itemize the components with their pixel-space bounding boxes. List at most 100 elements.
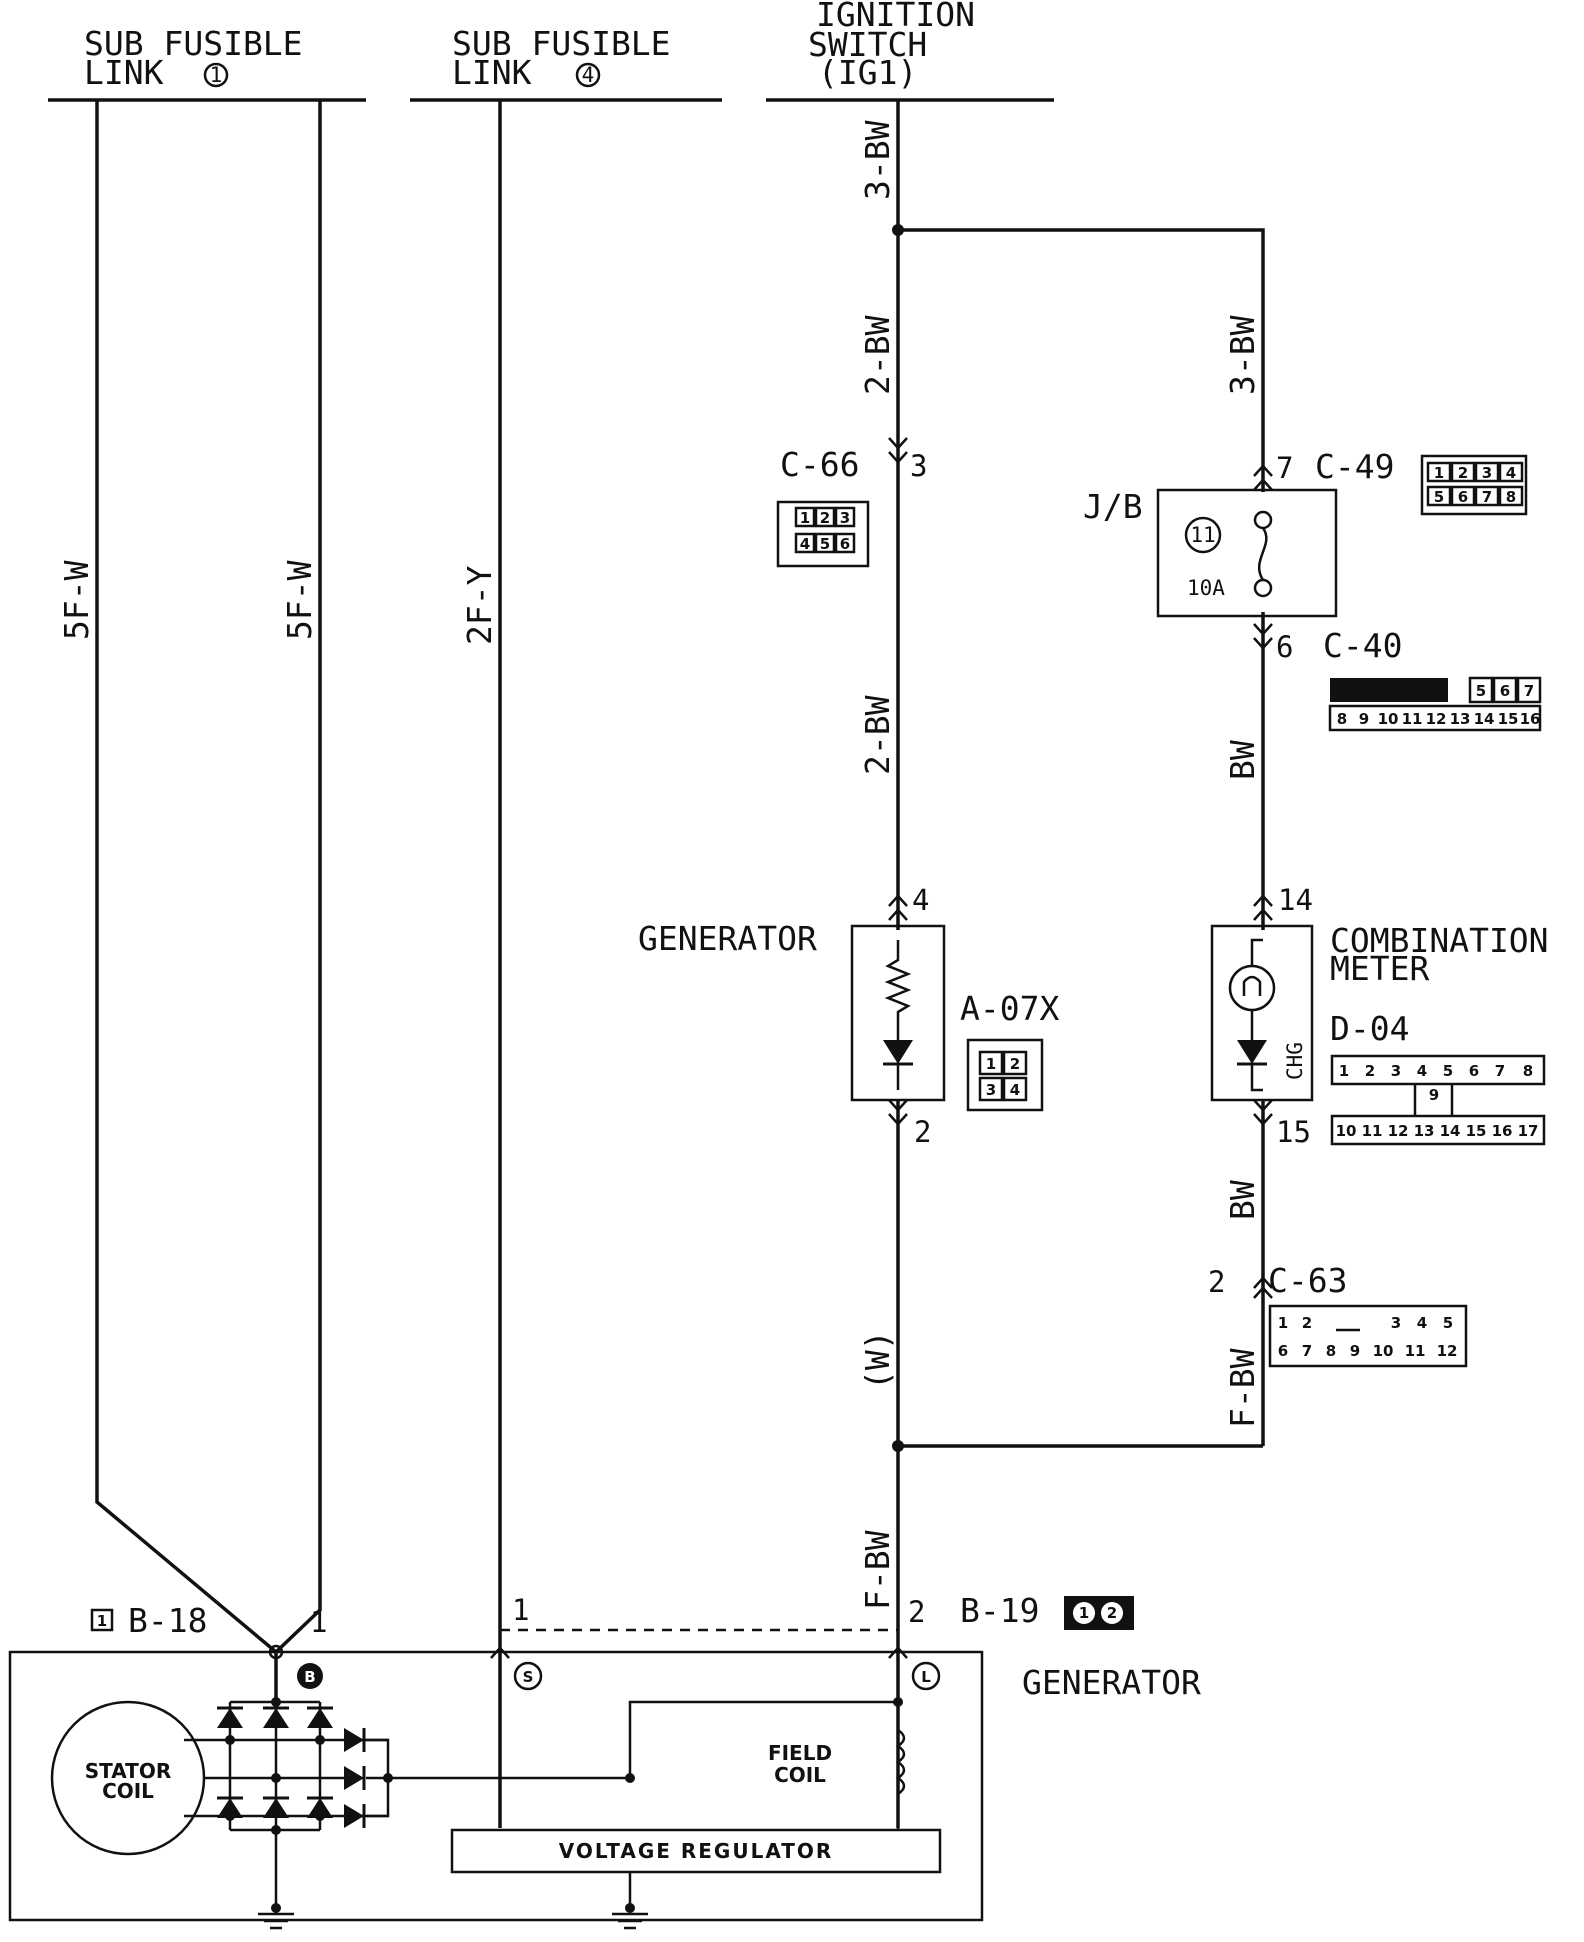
pin-cell: 8 xyxy=(1506,488,1516,506)
pin-cell: 2 xyxy=(1107,1604,1117,1622)
connector-c49: 7 C-49 1 2 3 4 5 6 7 8 xyxy=(1252,447,1528,516)
pin-cell: 3 xyxy=(1391,1314,1401,1332)
terminal-l xyxy=(911,1661,941,1691)
pin-number: 4 xyxy=(912,883,929,917)
generator-resistor-label: GENERATOR xyxy=(638,919,817,958)
fuse-number: 11 xyxy=(1190,523,1215,547)
pin-cell: 5 xyxy=(1443,1314,1453,1332)
pin-number: 7 xyxy=(1276,451,1293,485)
combination-meter: 14 CHG 15 COMBINATION METER D-04 1 2 3 4… xyxy=(1210,883,1549,1149)
ignition-ig1-label: (IG1) xyxy=(818,53,917,92)
pin-cell: 5 xyxy=(1443,1062,1453,1080)
combination-meter-title: COMBINATION xyxy=(1330,921,1549,960)
wire-center-main: 3-BW 2-BW 2-BW (W) F-BW xyxy=(858,100,900,1828)
connector-name: A-07X xyxy=(960,989,1059,1028)
connector-name: D-04 xyxy=(1330,1009,1409,1048)
pin-cell: 8 xyxy=(1337,710,1347,728)
wire-right-branch: 3-BW BW BW F-BW xyxy=(898,228,1265,1448)
pin-cell: 1 xyxy=(986,1055,996,1073)
generator-assembly: GENERATOR B S L STATOR COIL xyxy=(8,1650,1201,1930)
wire-label: F-BW xyxy=(1223,1348,1262,1428)
sfl4-number: 4 xyxy=(582,63,595,87)
pin-number: 2 xyxy=(908,1595,925,1629)
wire-label: (W) xyxy=(858,1330,897,1390)
pin-number: 2 xyxy=(914,1115,931,1149)
pin-cell: 13 xyxy=(1414,1122,1435,1140)
voltage-regulator-label: VOLTAGE REGULATOR xyxy=(559,1839,834,1863)
pin-number: 2 xyxy=(1208,1265,1225,1299)
pin-cell: 13 xyxy=(1450,710,1471,728)
pin-number: 15 xyxy=(1276,1115,1311,1149)
pin-cell: 4 xyxy=(1010,1081,1020,1099)
pin-cell: 4 xyxy=(800,535,810,553)
connector-c40: 6 C-40 5 6 7 8 9 10 11 12 13 14 15 16 xyxy=(1252,622,1542,732)
terminal-b xyxy=(297,1663,323,1689)
pin-cell: 1 xyxy=(1079,1604,1089,1622)
junction-block: J/B 11 10A xyxy=(1083,487,1338,618)
pin-cell: 3 xyxy=(840,509,850,527)
pin-cell: 11 xyxy=(1362,1122,1383,1140)
jb-label: J/B xyxy=(1083,487,1143,526)
connector-name: B-18 xyxy=(128,1601,207,1640)
wire-label: 3-BW xyxy=(1223,315,1262,395)
field-coil-title: FIELD xyxy=(768,1741,832,1765)
pin-cell: 9 xyxy=(1359,710,1369,728)
pin-cell: 14 xyxy=(1440,1122,1461,1140)
pin-cell: 6 xyxy=(840,535,850,553)
pin-cell: 14 xyxy=(1474,710,1495,728)
connector-b19: 1 2 B-19 1 2 xyxy=(490,1591,1134,1659)
pin-cell: 1 xyxy=(1278,1314,1288,1332)
sfl1-link-label: LINK xyxy=(84,53,164,92)
pin-number: 6 xyxy=(1276,630,1293,664)
connector-c63: 2 C-63 1 2 3 4 5 6 7 8 9 10 11 12 xyxy=(1208,1261,1468,1368)
terminal-l-label: L xyxy=(921,1668,931,1686)
connector-c66: C-66 3 1 2 3 4 5 6 xyxy=(776,436,927,568)
pin-cell: 6 xyxy=(1500,682,1510,700)
wire-5f-w-left: 5F-W xyxy=(57,100,278,1654)
junction-dot xyxy=(892,224,904,236)
sub-fusible-link-1: SUB FUSIBLE LINK 1 xyxy=(48,24,366,102)
ignition-switch-label: SWITCH xyxy=(808,25,927,64)
b18-icon: 1 xyxy=(97,1612,107,1630)
pin-cell: 11 xyxy=(1405,1342,1426,1360)
wire-label: BW xyxy=(1223,1180,1262,1220)
pin-cell: 5 xyxy=(1476,682,1486,700)
wire-5f-w-right: 5F-W xyxy=(274,100,322,1654)
sfl1-title: SUB FUSIBLE xyxy=(84,24,303,63)
pin-number: 14 xyxy=(1278,883,1313,917)
pin-cell: 2 xyxy=(1458,464,1468,482)
terminal-s-label: S xyxy=(523,1668,534,1686)
pin-cell: 2 xyxy=(820,509,830,527)
sfl4-title: SUB FUSIBLE xyxy=(452,24,671,63)
pin-cell: 3 xyxy=(986,1081,996,1099)
pin-cell: 5 xyxy=(820,535,830,553)
pin-cell: 6 xyxy=(1278,1342,1288,1360)
pin-cell: 9 xyxy=(1350,1342,1360,1360)
fuse-number-circle xyxy=(1184,516,1222,554)
generator-label: GENERATOR xyxy=(1022,1663,1201,1702)
pin-cell: 4 xyxy=(1506,464,1516,482)
sfl4-link-label: LINK xyxy=(452,53,532,92)
pin-cell: 11 xyxy=(1402,710,1423,728)
pin-cell: 8 xyxy=(1523,1062,1533,1080)
pin-cell: 4 xyxy=(1417,1314,1427,1332)
terminal-b-label: B xyxy=(304,1668,315,1686)
pin-number: 3 xyxy=(910,449,927,483)
connector-name: C-49 xyxy=(1315,447,1394,486)
pin-cell: 2 xyxy=(1365,1062,1375,1080)
pin-cell: 4 xyxy=(1417,1062,1427,1080)
connector-name: C-66 xyxy=(780,445,859,484)
pin-cell: 7 xyxy=(1302,1342,1312,1360)
pin-cell: 10 xyxy=(1373,1342,1394,1360)
pin-cell: 10 xyxy=(1378,710,1399,728)
terminal-s xyxy=(513,1661,543,1691)
pin-number: 1 xyxy=(512,1593,529,1627)
connector-name: C-40 xyxy=(1323,626,1402,665)
pin-cell: 15 xyxy=(1466,1122,1487,1140)
sub-fusible-link-4: SUB FUSIBLE LINK 4 xyxy=(410,24,722,102)
connector-name: C-63 xyxy=(1268,1261,1347,1300)
pin-cell: 17 xyxy=(1518,1122,1539,1140)
pin-cell: 12 xyxy=(1426,710,1447,728)
fuse-rating: 10A xyxy=(1187,576,1225,600)
